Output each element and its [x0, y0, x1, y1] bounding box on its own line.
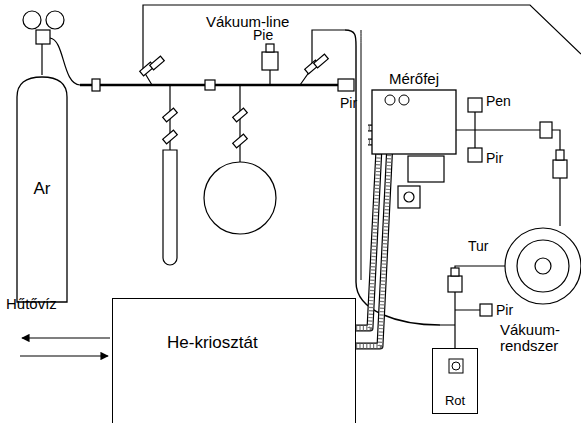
vacuum-manifold: [92, 79, 100, 91]
measuring-head-parts: [556, 150, 564, 160]
turbo-pump: [451, 268, 459, 276]
ar-regulator: [23, 11, 41, 29]
node-label: He-kriosztát: [167, 333, 355, 353]
vacuum-manifold: [204, 162, 276, 234]
ar-regulator: [41, 42, 42, 75]
hose-outline: [356, 142, 390, 346]
cryostat-box: He-kriosztát: [112, 298, 356, 423]
rotary-pump: Rot: [432, 348, 478, 414]
vacuum-line-outline: [143, 5, 581, 70]
pump-window: [449, 359, 463, 373]
ar-regulator: [36, 30, 50, 44]
hose-inner: [356, 128, 380, 328]
hose-fitting: [399, 95, 409, 105]
part-label: Pir: [496, 302, 513, 318]
vacuum-tube: [361, 30, 362, 280]
pump-window: [452, 362, 460, 370]
hose-connector: [356, 128, 380, 328]
vacuum-manifold: [143, 30, 345, 85]
part-label: Tur: [468, 238, 488, 254]
cooling-water-arrows: [20, 355, 108, 356]
vacuum-manifold: [163, 108, 178, 122]
vacuum-manifold: [163, 130, 178, 144]
vacuum-manifold: [266, 44, 274, 52]
vacuum-manifold: [80, 30, 354, 265]
measuring-head-parts: [408, 156, 444, 182]
vacuum-manifold: [233, 134, 248, 148]
measuring-head-parts: [468, 98, 482, 112]
measuring-head-parts: [468, 148, 482, 162]
turbo-pump: [517, 240, 569, 292]
part-label: Hűtővíz: [6, 296, 57, 312]
ar-regulator: [46, 11, 64, 29]
vacuum-manifold: [314, 54, 329, 68]
ar-regulator: [50, 38, 80, 85]
gas-cylinder: Ar: [16, 75, 68, 303]
hose-connector: [356, 142, 390, 346]
measuring-head-parts: [404, 192, 414, 202]
turbo-pump: [480, 304, 492, 316]
measuring-head-parts: [540, 122, 552, 138]
vacuum-manifold: [163, 150, 177, 265]
part-label: Pir: [340, 95, 357, 111]
hose-fitting: [385, 95, 395, 105]
part-label: Vákuum-line: [206, 14, 289, 30]
vacuum-manifold: [205, 80, 215, 90]
node-label: Ar: [34, 179, 51, 199]
node-label: Rot: [445, 394, 465, 409]
cylinder-outline: [17, 77, 67, 302]
cooling-water-arrows: [22, 337, 110, 338]
hose-outline: [356, 128, 380, 328]
part-label: Pir: [486, 150, 503, 166]
measuring-head-parts: [398, 186, 420, 208]
head-box: [372, 90, 456, 154]
part-label: Vákuum- rendszer: [500, 322, 576, 354]
measuring-head: Mérőfej: [368, 70, 460, 156]
vacuum-manifold: [269, 70, 270, 85]
hose-hatching: [356, 128, 380, 328]
turbo-pump: [535, 258, 551, 274]
vacuum-manifold: [150, 56, 165, 70]
part-label: Pie: [253, 27, 273, 43]
hose-hatching: [356, 142, 390, 346]
hose-inner: [356, 142, 390, 346]
vacuum-manifold: [262, 52, 278, 70]
turbo-pump: [440, 266, 505, 348]
measuring-head-parts: [553, 160, 567, 178]
turbo-pump: [505, 228, 581, 304]
node-label: Mérőfej: [368, 70, 460, 87]
cryostat-box-outline: [113, 299, 357, 423]
vacuum-line-outline: [143, 5, 581, 70]
turbo-pump: [448, 276, 462, 292]
measuring-head-parts: [444, 112, 540, 148]
vacuum-manifold: [233, 108, 248, 122]
vacuum-manifold: [338, 79, 354, 91]
ar-regulator: [23, 11, 80, 85]
cooling-water-arrows: [20, 338, 110, 356]
vacuum-manifold: [239, 85, 240, 162]
part-label: Pen: [486, 93, 511, 109]
